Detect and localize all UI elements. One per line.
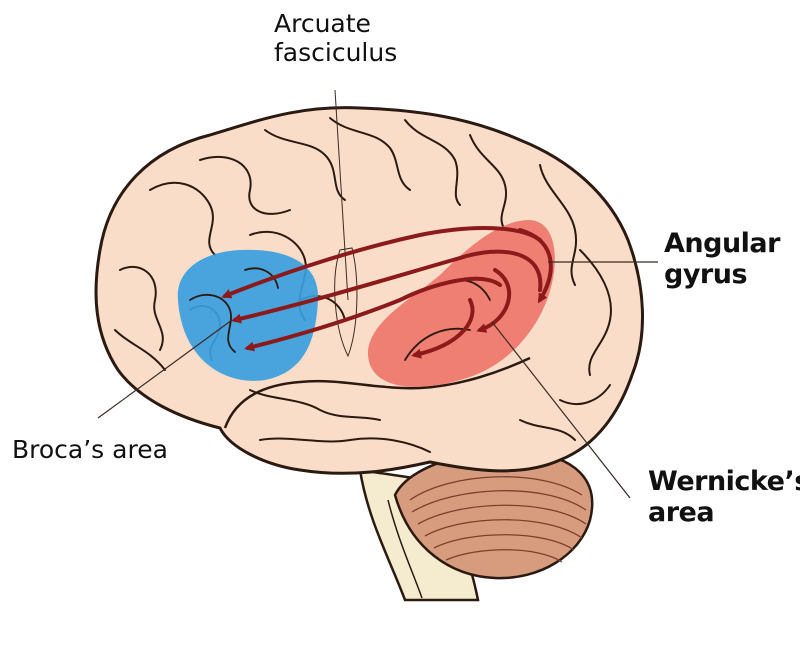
broca-leader bbox=[97, 319, 233, 419]
arrow-bottom bbox=[244, 276, 502, 352]
label-angular-line1: Angular bbox=[664, 228, 780, 259]
label-brocas-area: Broca’s area bbox=[12, 435, 168, 465]
arcuate-outline bbox=[334, 247, 358, 358]
label-wernicke-line2: area bbox=[648, 497, 715, 529]
label-angular-gyrus: Angular gyrus bbox=[664, 228, 780, 290]
leader-lines bbox=[97, 261, 658, 499]
arrows bbox=[221, 226, 553, 359]
label-angular-line2: gyrus bbox=[664, 259, 748, 291]
region-gyri bbox=[189, 267, 491, 361]
arrow-loop-lower bbox=[411, 298, 475, 359]
label-wernicke-line1: Wernicke’s bbox=[648, 466, 800, 497]
label-arcuate-fasciculus: Arcuate fasciculus bbox=[274, 9, 398, 68]
lateral-sulcus bbox=[223, 356, 531, 429]
label-arcuate-line2: fasciculus bbox=[274, 37, 398, 67]
wernicke-leader bbox=[491, 321, 631, 499]
cerebellum bbox=[393, 450, 594, 580]
arrow-top bbox=[221, 226, 542, 299]
arcuate-leader bbox=[334, 89, 349, 301]
arrow-loop-inner bbox=[476, 268, 512, 333]
arrow-middle bbox=[231, 249, 543, 324]
label-broca-text: Broca’s area bbox=[12, 435, 168, 464]
arrow-loop-right bbox=[518, 228, 553, 304]
label-arcuate-line1: Arcuate bbox=[274, 9, 371, 38]
brainstem-detail bbox=[387, 499, 423, 599]
wernicke-region bbox=[367, 220, 555, 387]
label-wernickes-area: Wernicke’s area bbox=[648, 466, 800, 528]
